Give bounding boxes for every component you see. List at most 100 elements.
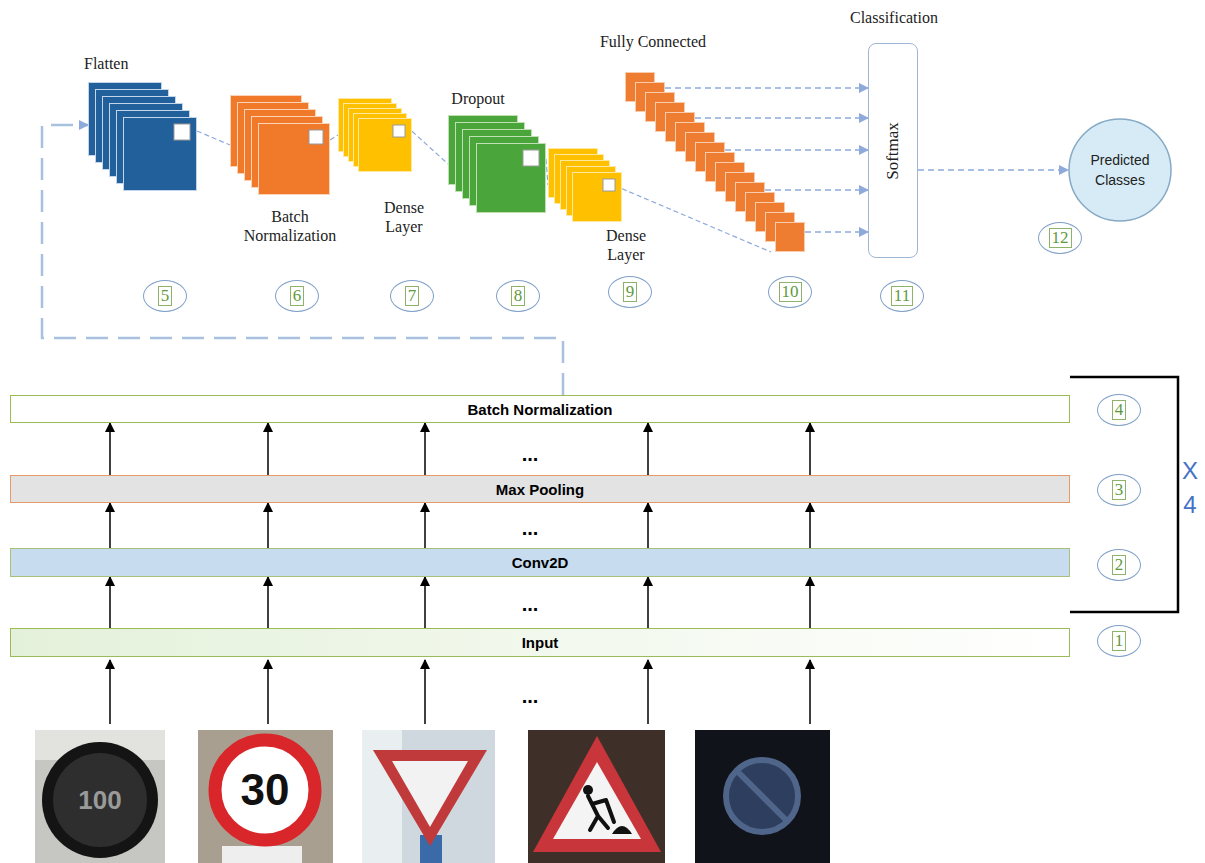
- connector: [695, 117, 868, 119]
- layer-band: Conv2D: [10, 548, 1070, 577]
- fully-connected-stack: Fully Connected: [625, 72, 805, 252]
- callout-circle: 4: [1097, 394, 1141, 426]
- layer-label-holder: Dropout: [438, 89, 518, 108]
- callout-circle: 1: [1097, 625, 1141, 657]
- connector: [424, 577, 426, 628]
- connector: [412, 131, 448, 164]
- connector: [809, 577, 811, 628]
- layer-label-holder: Dense Layer: [594, 226, 658, 264]
- repeat-count: X 4: [1181, 454, 1199, 522]
- connector: [424, 423, 426, 475]
- callout-circle: 8: [496, 280, 540, 312]
- softmax-label: Softmax: [883, 122, 903, 180]
- warning-triangle: [533, 736, 661, 852]
- image-arrow: [809, 660, 811, 724]
- sign-image-3: [362, 730, 495, 863]
- connector: [267, 577, 269, 628]
- connector: [197, 131, 230, 145]
- yield-inner: [392, 761, 468, 827]
- worker-body: [588, 796, 614, 830]
- callout-circle: 9: [608, 276, 652, 308]
- connector: [424, 503, 426, 548]
- layer-label: Dense Layer: [606, 227, 646, 263]
- connector: [809, 423, 811, 475]
- layer-label-holder: Fully Connected: [578, 32, 728, 51]
- feature-map: [359, 119, 412, 172]
- dense-stack: Dense Layer: [548, 148, 622, 222]
- sign-image-1: [35, 730, 165, 863]
- callout-circle: 10: [768, 276, 812, 308]
- layer-stack-shape: [448, 115, 546, 213]
- layer-name: Conv2D: [512, 554, 569, 571]
- sign-text: 30: [241, 765, 290, 814]
- photo-ground: [528, 730, 665, 863]
- sign-rim: [42, 742, 158, 858]
- callout-number: 9: [623, 282, 638, 302]
- rotated-holder: Softmax: [869, 44, 917, 257]
- connector: [109, 577, 111, 628]
- callout-circle: 2: [1097, 549, 1141, 581]
- label-holder: ...: [522, 517, 539, 540]
- sign-image-2: [198, 730, 333, 863]
- sign-text: 100: [78, 785, 121, 815]
- connector: [765, 189, 868, 191]
- feature-map: [573, 173, 622, 222]
- layer-name: Batch Normalization: [467, 401, 612, 418]
- sign-image-4: [528, 730, 665, 863]
- warning-inner: [553, 762, 641, 839]
- callout-circle: 7: [390, 280, 434, 312]
- callout-number: 12: [1049, 228, 1072, 248]
- connector: [647, 577, 649, 628]
- connector: [809, 503, 811, 548]
- layer-band: Input: [10, 628, 1070, 657]
- repeat-bracket: [1070, 377, 1178, 612]
- yield-triangle: [373, 750, 487, 846]
- connector: [546, 159, 548, 185]
- layer-band: Batch Normalization: [10, 395, 1070, 423]
- image-arrow: [647, 660, 649, 724]
- callout-circle: 3: [1097, 474, 1141, 506]
- sign-image-5: [695, 730, 830, 863]
- image-arrow: [424, 660, 426, 724]
- callout-number: 7: [405, 286, 420, 306]
- circle-text-box: Predicted Classes: [1080, 150, 1160, 190]
- feature-map: [259, 124, 330, 195]
- image-arrow: [109, 660, 111, 724]
- worker-head: [583, 785, 593, 795]
- label-holder: ...: [522, 685, 539, 708]
- sign-plate: [222, 846, 302, 863]
- layer-label: Batch Normalization: [244, 208, 336, 244]
- sign-slash: [738, 772, 786, 820]
- photo-ground: [35, 730, 165, 863]
- receptive-window: [603, 179, 615, 191]
- ellipsis: ...: [522, 443, 539, 465]
- layer-stack-shape: [230, 95, 330, 195]
- layer-label-holder: Dense Layer: [372, 198, 436, 236]
- output-label: Predicted Classes: [1090, 152, 1149, 188]
- layer-stack-shape: [625, 72, 805, 252]
- connector: [267, 423, 269, 475]
- feature-map: [776, 223, 805, 252]
- connector: [267, 503, 269, 548]
- callout-number: 5: [158, 286, 173, 306]
- layer-stack-shape: [338, 98, 412, 172]
- layer-name: Input: [522, 634, 559, 651]
- photo-ground: [362, 730, 495, 863]
- callout-circle: 6: [275, 280, 319, 312]
- layer-label: Dense Layer: [384, 199, 424, 235]
- layer-label: Fully Connected: [600, 33, 706, 50]
- layer-label-holder: Flatten: [84, 54, 174, 73]
- layer-label: Flatten: [84, 55, 128, 72]
- callout-number: 6: [290, 286, 305, 306]
- receptive-window: [174, 124, 190, 140]
- circle-outline: [1069, 119, 1171, 221]
- ellipsis: ...: [522, 593, 539, 615]
- connector: [330, 135, 338, 140]
- callout-number: 3: [1112, 480, 1127, 500]
- output-circle: Predicted Classes: [1068, 118, 1172, 222]
- ellipsis: ...: [522, 517, 539, 539]
- connector: [109, 503, 111, 548]
- label-holder: 100: [78, 785, 121, 816]
- label-holder: ...: [522, 593, 539, 616]
